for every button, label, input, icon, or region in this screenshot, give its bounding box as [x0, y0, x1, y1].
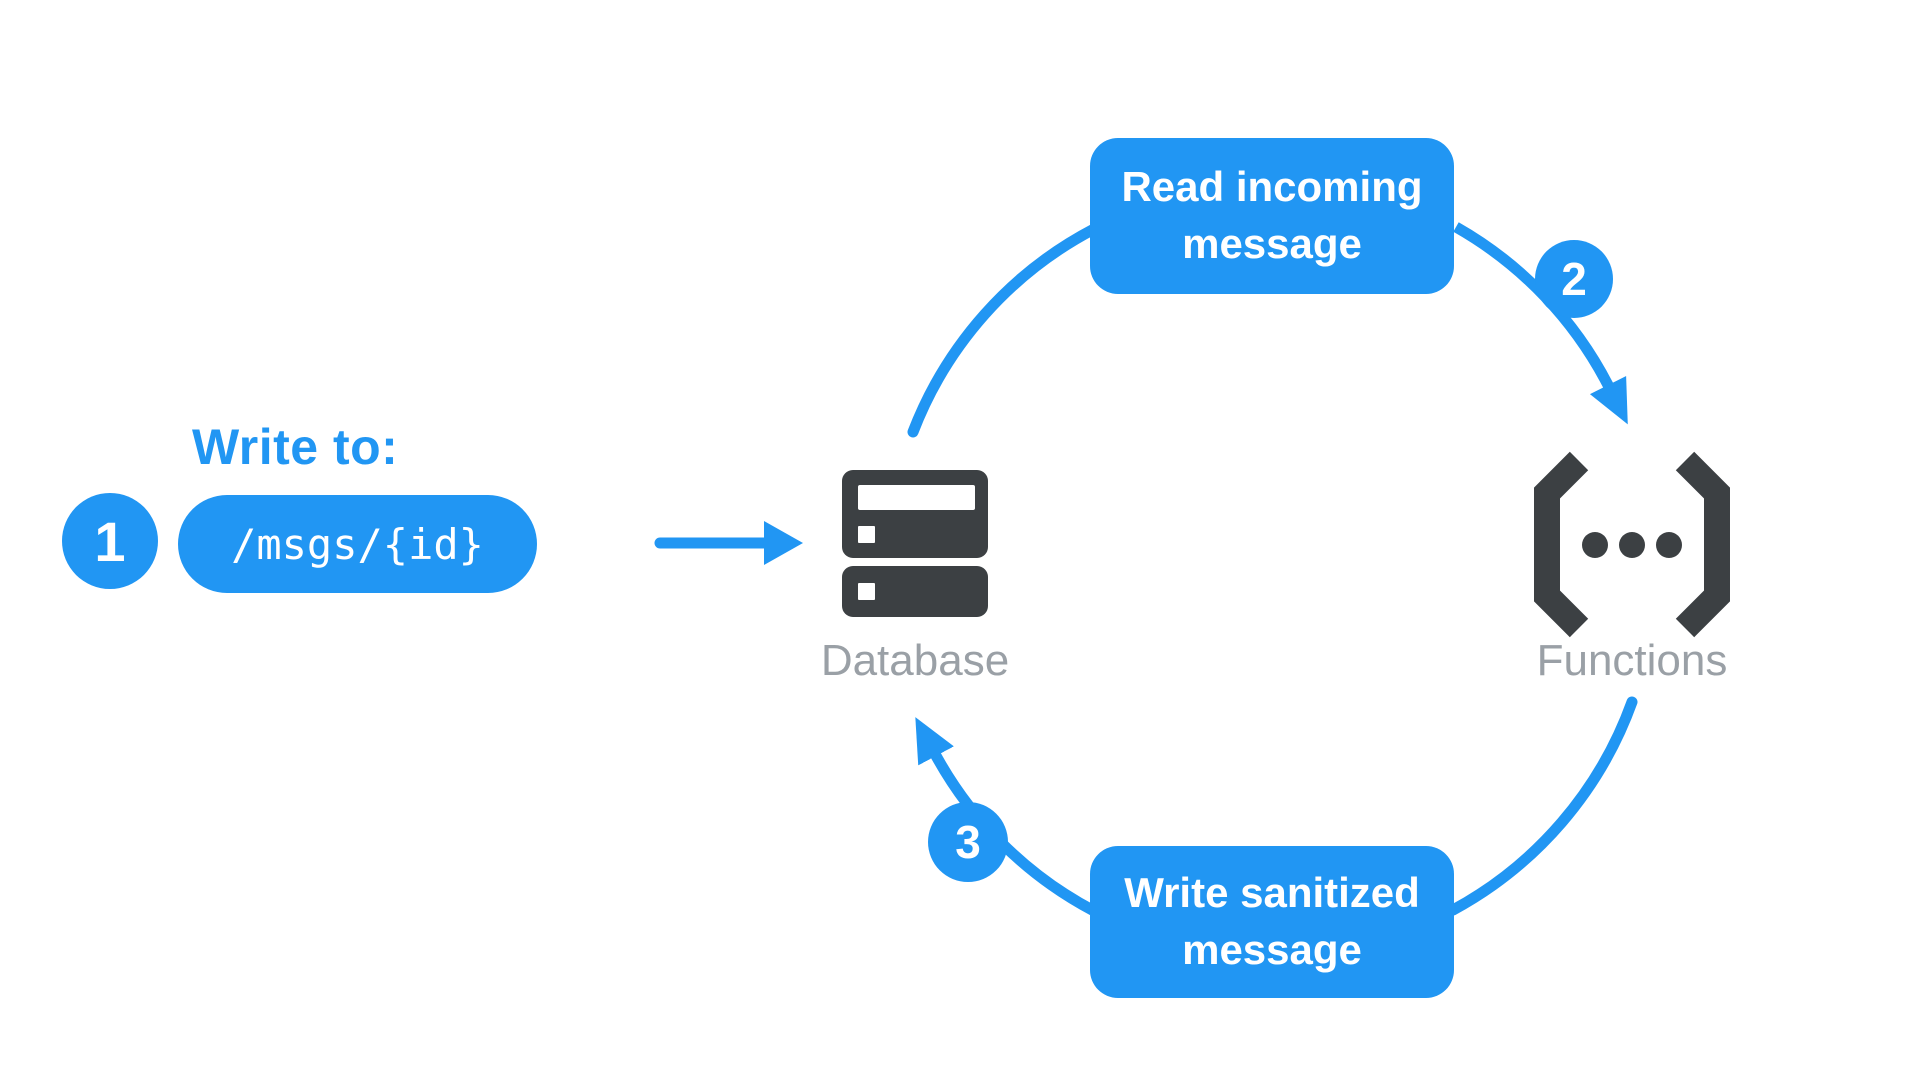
code-brackets-dots-icon: [1534, 451, 1730, 638]
step-3-badge: 3: [928, 802, 1008, 882]
database-path-pill: /msgs/{id}: [178, 495, 537, 593]
database-label: Database: [820, 636, 1010, 685]
step-2-badge: 2: [1535, 240, 1613, 318]
write-sanitized-message-box: Write sanitized message: [1090, 846, 1454, 998]
step-1-badge: 1: [62, 493, 158, 589]
write-sanitized-message-text: Write sanitized message: [1124, 869, 1420, 973]
server-stack-icon: [842, 470, 988, 617]
step-3-number: 3: [955, 816, 981, 868]
right-arrow-icon: [654, 521, 803, 565]
write-to-label: Write to:: [192, 419, 399, 475]
read-incoming-message-text: Read incoming message: [1121, 163, 1423, 267]
read-incoming-message-box: Read incoming message: [1090, 138, 1454, 294]
step-1-number: 1: [94, 509, 126, 573]
database-path-text: /msgs/{id}: [231, 519, 484, 569]
functions-label: Functions: [1536, 636, 1728, 685]
arc-functions-to-write-box: [1447, 696, 1638, 916]
step-2-number: 2: [1561, 253, 1587, 305]
arc-database-to-read-box: [907, 223, 1100, 438]
